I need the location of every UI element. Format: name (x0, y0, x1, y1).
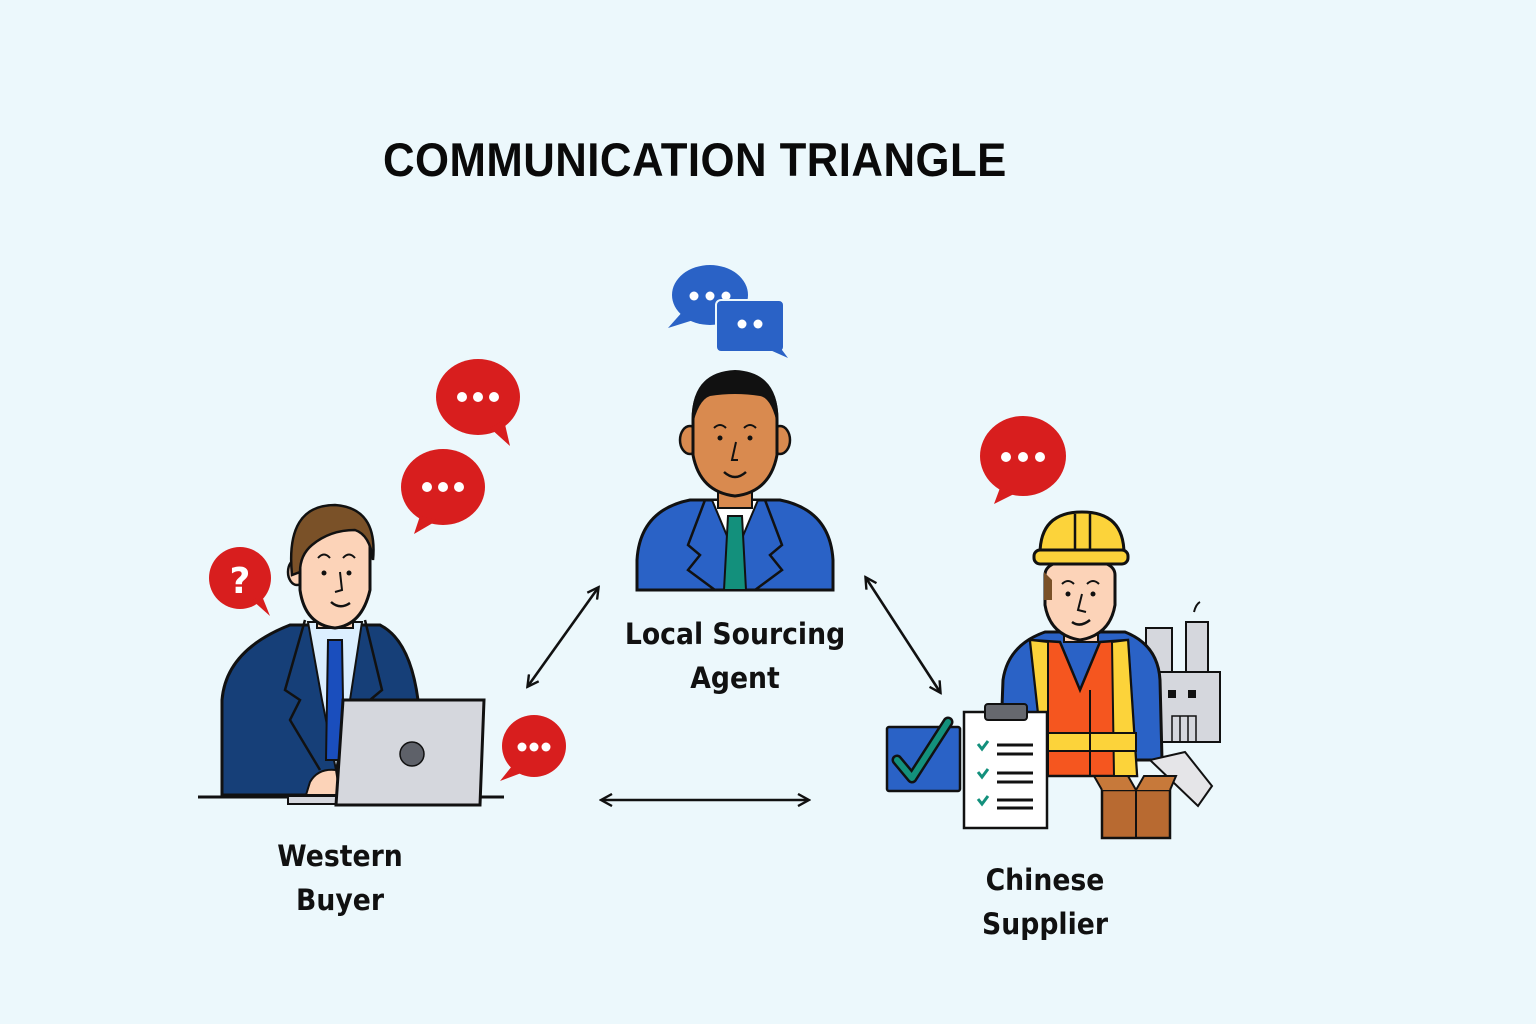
label-agent-line1: Local Sourcing (624, 617, 846, 651)
label-local-sourcing-agent: Local Sourcing Agent (620, 612, 850, 700)
label-chinese-supplier: Chinese Supplier (982, 863, 1108, 941)
speech-bubble-red (436, 359, 520, 446)
checkmark-box-icon (885, 716, 962, 793)
question-mark-icon: ? (230, 561, 251, 602)
buyer-figure (198, 503, 504, 807)
speech-bubble-blue-back (715, 299, 788, 358)
speech-bubble-red (500, 715, 566, 781)
agent-chat-icon (668, 265, 788, 358)
agent-figure (635, 370, 835, 592)
agent-tie (722, 515, 748, 591)
diagram-title: COMMUNICATION TRIANGLE (383, 133, 1007, 186)
clipboard-checklist-icon (962, 703, 1049, 830)
supplier-figure (885, 510, 1221, 840)
shipping-box-icon (1092, 750, 1214, 840)
label-agent-line2: Agent (690, 661, 780, 695)
speech-bubble-question: ? (209, 547, 271, 616)
label-western-buyer: Western Buyer (277, 839, 403, 917)
arrow-agent-supplier (866, 578, 940, 692)
speech-bubble-red (401, 449, 485, 534)
hard-hat-icon (1032, 510, 1130, 566)
arrow-buyer-agent (528, 588, 598, 686)
speech-bubble-red (980, 416, 1066, 504)
